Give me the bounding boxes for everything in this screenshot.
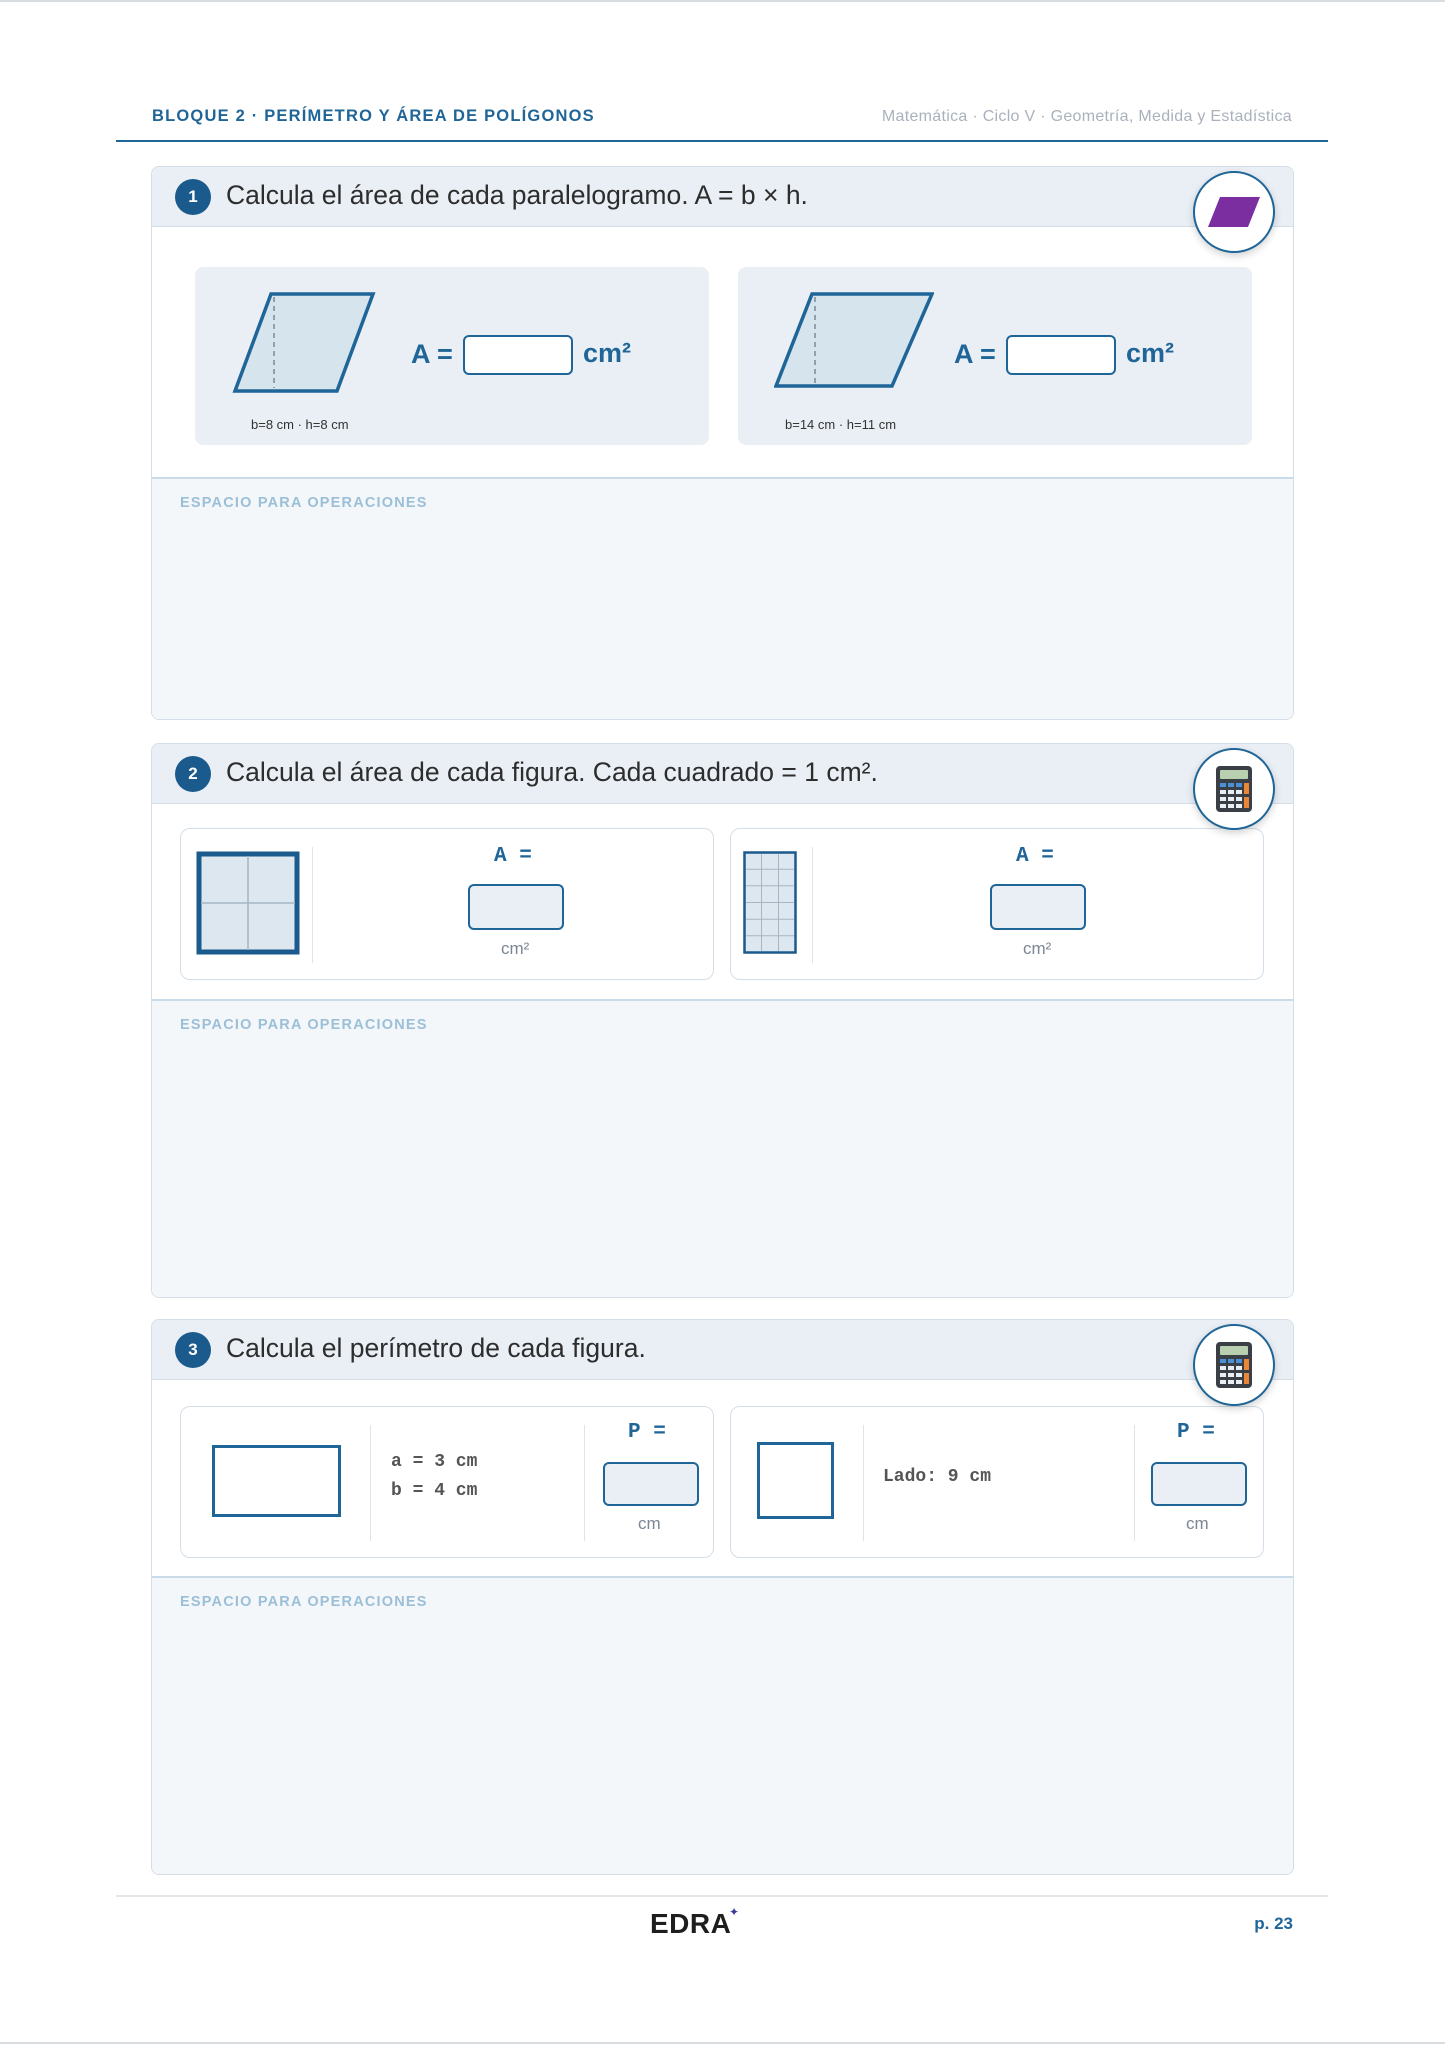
divider <box>312 847 313 963</box>
parallelogram-item-2: b=14 cm · h=11 cm A = cm² <box>738 267 1252 445</box>
perimeter-answer-input[interactable] <box>1151 1462 1247 1506</box>
area-unit: cm² <box>1126 338 1175 368</box>
exercise-number: 3 <box>175 1332 211 1368</box>
exercise-title: Calcula el área de cada figura. Cada cua… <box>226 757 878 787</box>
parallelogram-icon <box>1193 171 1275 253</box>
work-space-3[interactable]: ESPACIO PARA OPERACIONES <box>152 1576 1293 1874</box>
area-answer-input[interactable] <box>468 884 564 930</box>
divider <box>863 1425 864 1541</box>
page-header: BLOQUE 2 · PERÍMETRO Y ÁREA DE POLÍGONOS… <box>116 100 1328 142</box>
exercise-title: Calcula el área de cada paralelogramo. A… <box>226 180 808 210</box>
perimeter-figure-item-1: a = 3 cm b = 4 cm P = cm <box>180 1406 714 1558</box>
area-label: A = <box>494 845 532 868</box>
divider <box>812 847 813 963</box>
calculator-icon <box>1193 748 1275 830</box>
area-unit: cm² <box>583 338 632 368</box>
area-label: A = <box>954 339 996 369</box>
work-space-label: ESPACIO PARA OPERACIONES <box>180 1017 428 1033</box>
square-figure <box>757 1442 834 1519</box>
block-title: BLOQUE 2 · PERÍMETRO Y ÁREA DE POLÍGONOS <box>152 107 595 125</box>
parallelogram-item-1: b=8 cm · h=8 cm A = cm² <box>195 267 709 445</box>
divider <box>1134 1425 1135 1541</box>
exercise-number: 1 <box>175 179 211 215</box>
area-answer-input[interactable] <box>1006 335 1116 375</box>
dimensions-label: b=8 cm · h=8 cm <box>251 417 349 432</box>
area-unit: cm² <box>501 939 530 958</box>
area-figure-item-1: A = cm² <box>180 828 714 980</box>
perimeter-label: P = <box>1177 1421 1215 1444</box>
work-space-1[interactable]: ESPACIO PARA OPERACIONES <box>152 477 1293 719</box>
exercise-header-3: 3 Calcula el perímetro de cada figura. <box>152 1320 1293 1406</box>
perimeter-unit: cm <box>638 1514 661 1533</box>
rectangle-figure <box>212 1445 341 1517</box>
dimensions-label: b=14 cm · h=11 cm <box>785 417 897 432</box>
rectangle-grid-figure <box>743 851 797 954</box>
work-space-label: ESPACIO PARA OPERACIONES <box>180 1594 428 1610</box>
perimeter-unit: cm <box>1186 1514 1209 1533</box>
divider <box>584 1425 585 1541</box>
area-unit: cm² <box>1023 939 1052 958</box>
page-number: p. 23 <box>1254 1914 1293 1933</box>
parallelogram-figure <box>232 292 376 393</box>
area-label: A = <box>1016 845 1054 868</box>
area-answer-input[interactable] <box>463 335 573 375</box>
perimeter-answer-input[interactable] <box>603 1462 699 1506</box>
exercise-number: 2 <box>175 756 211 792</box>
area-figure-item-2: A = cm² <box>730 828 1264 980</box>
publisher-logo: EDRA <box>650 1908 732 1939</box>
exercise-card-3: 3 Calcula el perímetro de cada figura. <box>151 1319 1294 1875</box>
work-space-label: ESPACIO PARA OPERACIONES <box>180 495 428 511</box>
subject-subtitle: Matemática · Ciclo V · Geometría, Medida… <box>881 108 1292 125</box>
parallelogram-figure <box>774 292 934 388</box>
work-space-2[interactable]: ESPACIO PARA OPERACIONES <box>152 999 1293 1297</box>
divider <box>370 1425 371 1541</box>
logo-star-icon: ✦ <box>729 1905 740 1919</box>
page-edge-top <box>0 0 1445 2</box>
calculator-icon <box>1193 1324 1275 1406</box>
side-length-label: Lado: 9 cm <box>883 1467 992 1487</box>
perimeter-figure-item-2: Lado: 9 cm P = cm <box>730 1406 1264 1558</box>
footer-divider <box>116 1895 1328 1897</box>
page-edge-bottom <box>0 2042 1445 2044</box>
area-answer-input[interactable] <box>990 884 1086 930</box>
side-a-label: a = 3 cm <box>391 1452 478 1472</box>
perimeter-label: P = <box>628 1421 666 1444</box>
exercise-header-2: 2 Calcula el área de cada figura. Cada c… <box>152 744 1293 830</box>
side-b-label: b = 4 cm <box>391 1481 478 1501</box>
area-label: A = <box>411 339 453 369</box>
exercise-card-1: 1 Calcula el área de cada paralelogramo.… <box>151 166 1294 720</box>
exercise-title: Calcula el perímetro de cada figura. <box>226 1333 646 1363</box>
square-grid-figure <box>196 851 300 955</box>
exercise-header-1: 1 Calcula el área de cada paralelogramo.… <box>152 167 1293 253</box>
exercise-card-2: 2 Calcula el área de cada figura. Cada c… <box>151 743 1294 1298</box>
